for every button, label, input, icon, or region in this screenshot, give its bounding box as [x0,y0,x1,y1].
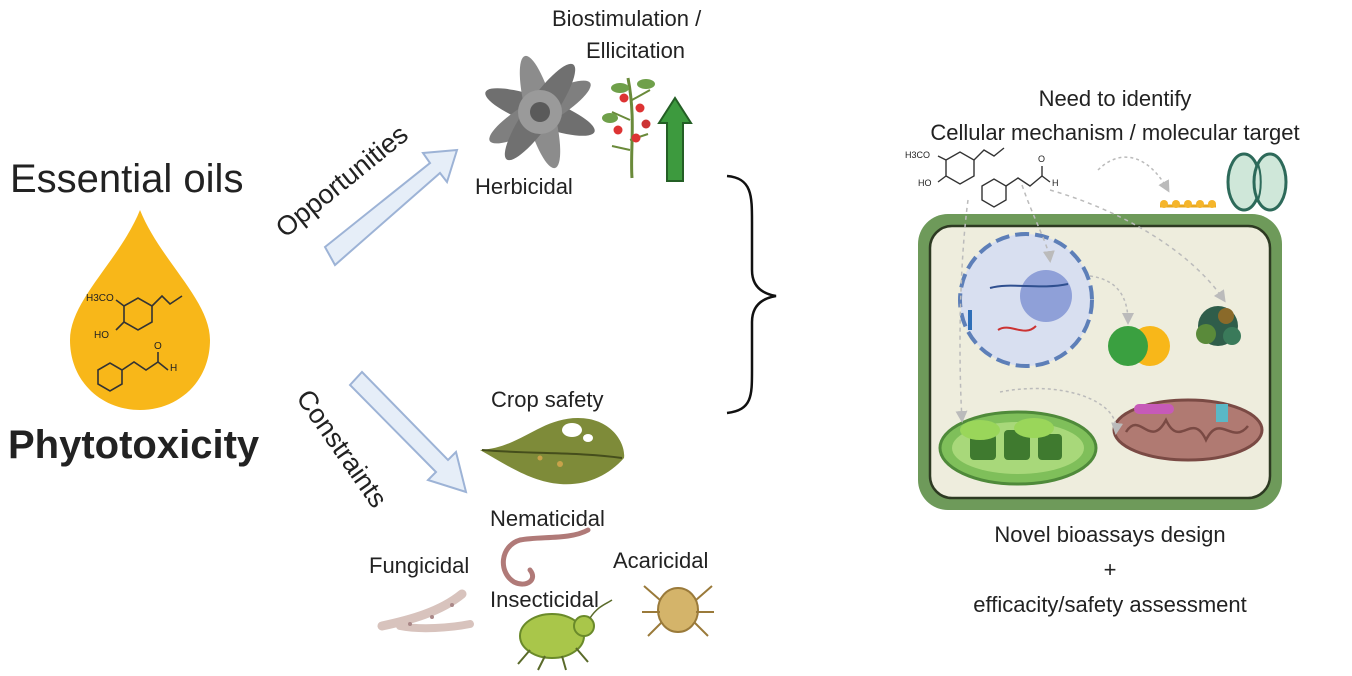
phytotoxicity-title: Phytotoxicity [8,423,260,467]
drop-aldehyde-h-label: H [170,363,178,374]
mite-icon [642,585,714,637]
cell-hydroxy-label: HO [918,178,932,188]
biostimulation-label: Biostimulation / [552,6,702,31]
efficacity-safety-label: efficacity/safety assessment [973,592,1247,617]
crop-safety-label: Crop safety [491,387,604,412]
drop-hydroxy-label: HO [94,330,109,341]
novel-bioassays-label: Novel bioassays design [994,522,1226,547]
nematode-icon [500,527,591,587]
aphid-icon [517,599,613,671]
constraints-arrow [348,370,468,494]
damaged-leaf-icon [480,418,625,485]
drop-methoxy-label: H3CO [86,293,114,304]
fungus-hyphae-icon [377,589,474,633]
cell-methoxy-label: H3CO [905,150,931,160]
opportunities-arrow [323,148,459,267]
acaricidal-label: Acaricidal [613,548,709,573]
ellicitation-label: Ellicitation [586,38,686,63]
tomato-plant-icon [602,77,655,179]
drop-aldehyde-o-label: O [154,341,162,352]
curly-brace [726,174,777,415]
herbicidal-label: Herbicidal [475,174,573,199]
mitochondrion-icon [1112,398,1264,462]
weed-rosette-icon [485,55,595,169]
plus-label: + [1103,557,1117,582]
cellular-mechanism-label: Cellular mechanism / molecular target [930,120,1300,145]
nematicidal-label: Nematicidal [490,506,605,531]
growth-arrow-icon [657,96,693,182]
nucleus-icon [958,232,1094,368]
essential-oils-title: Essential oils [10,157,244,201]
membrane-receptors-icon [1160,200,1216,208]
stomata-icon [1226,152,1288,212]
oil-drop-icon [70,210,210,410]
cell-aldehyde-h-label: H [1052,178,1059,188]
need-to-identify-label: Need to identify [1038,86,1192,111]
fungicidal-label: Fungicidal [369,553,470,578]
insecticidal-label: Insecticidal [490,587,599,612]
protein-cluster-icon [1196,306,1241,346]
protein-complex-icon [1108,326,1170,366]
cell-aldehyde-o-label: O [1038,154,1046,164]
molecule-structure-icon [937,147,1051,208]
chloroplast-icon [938,410,1098,486]
